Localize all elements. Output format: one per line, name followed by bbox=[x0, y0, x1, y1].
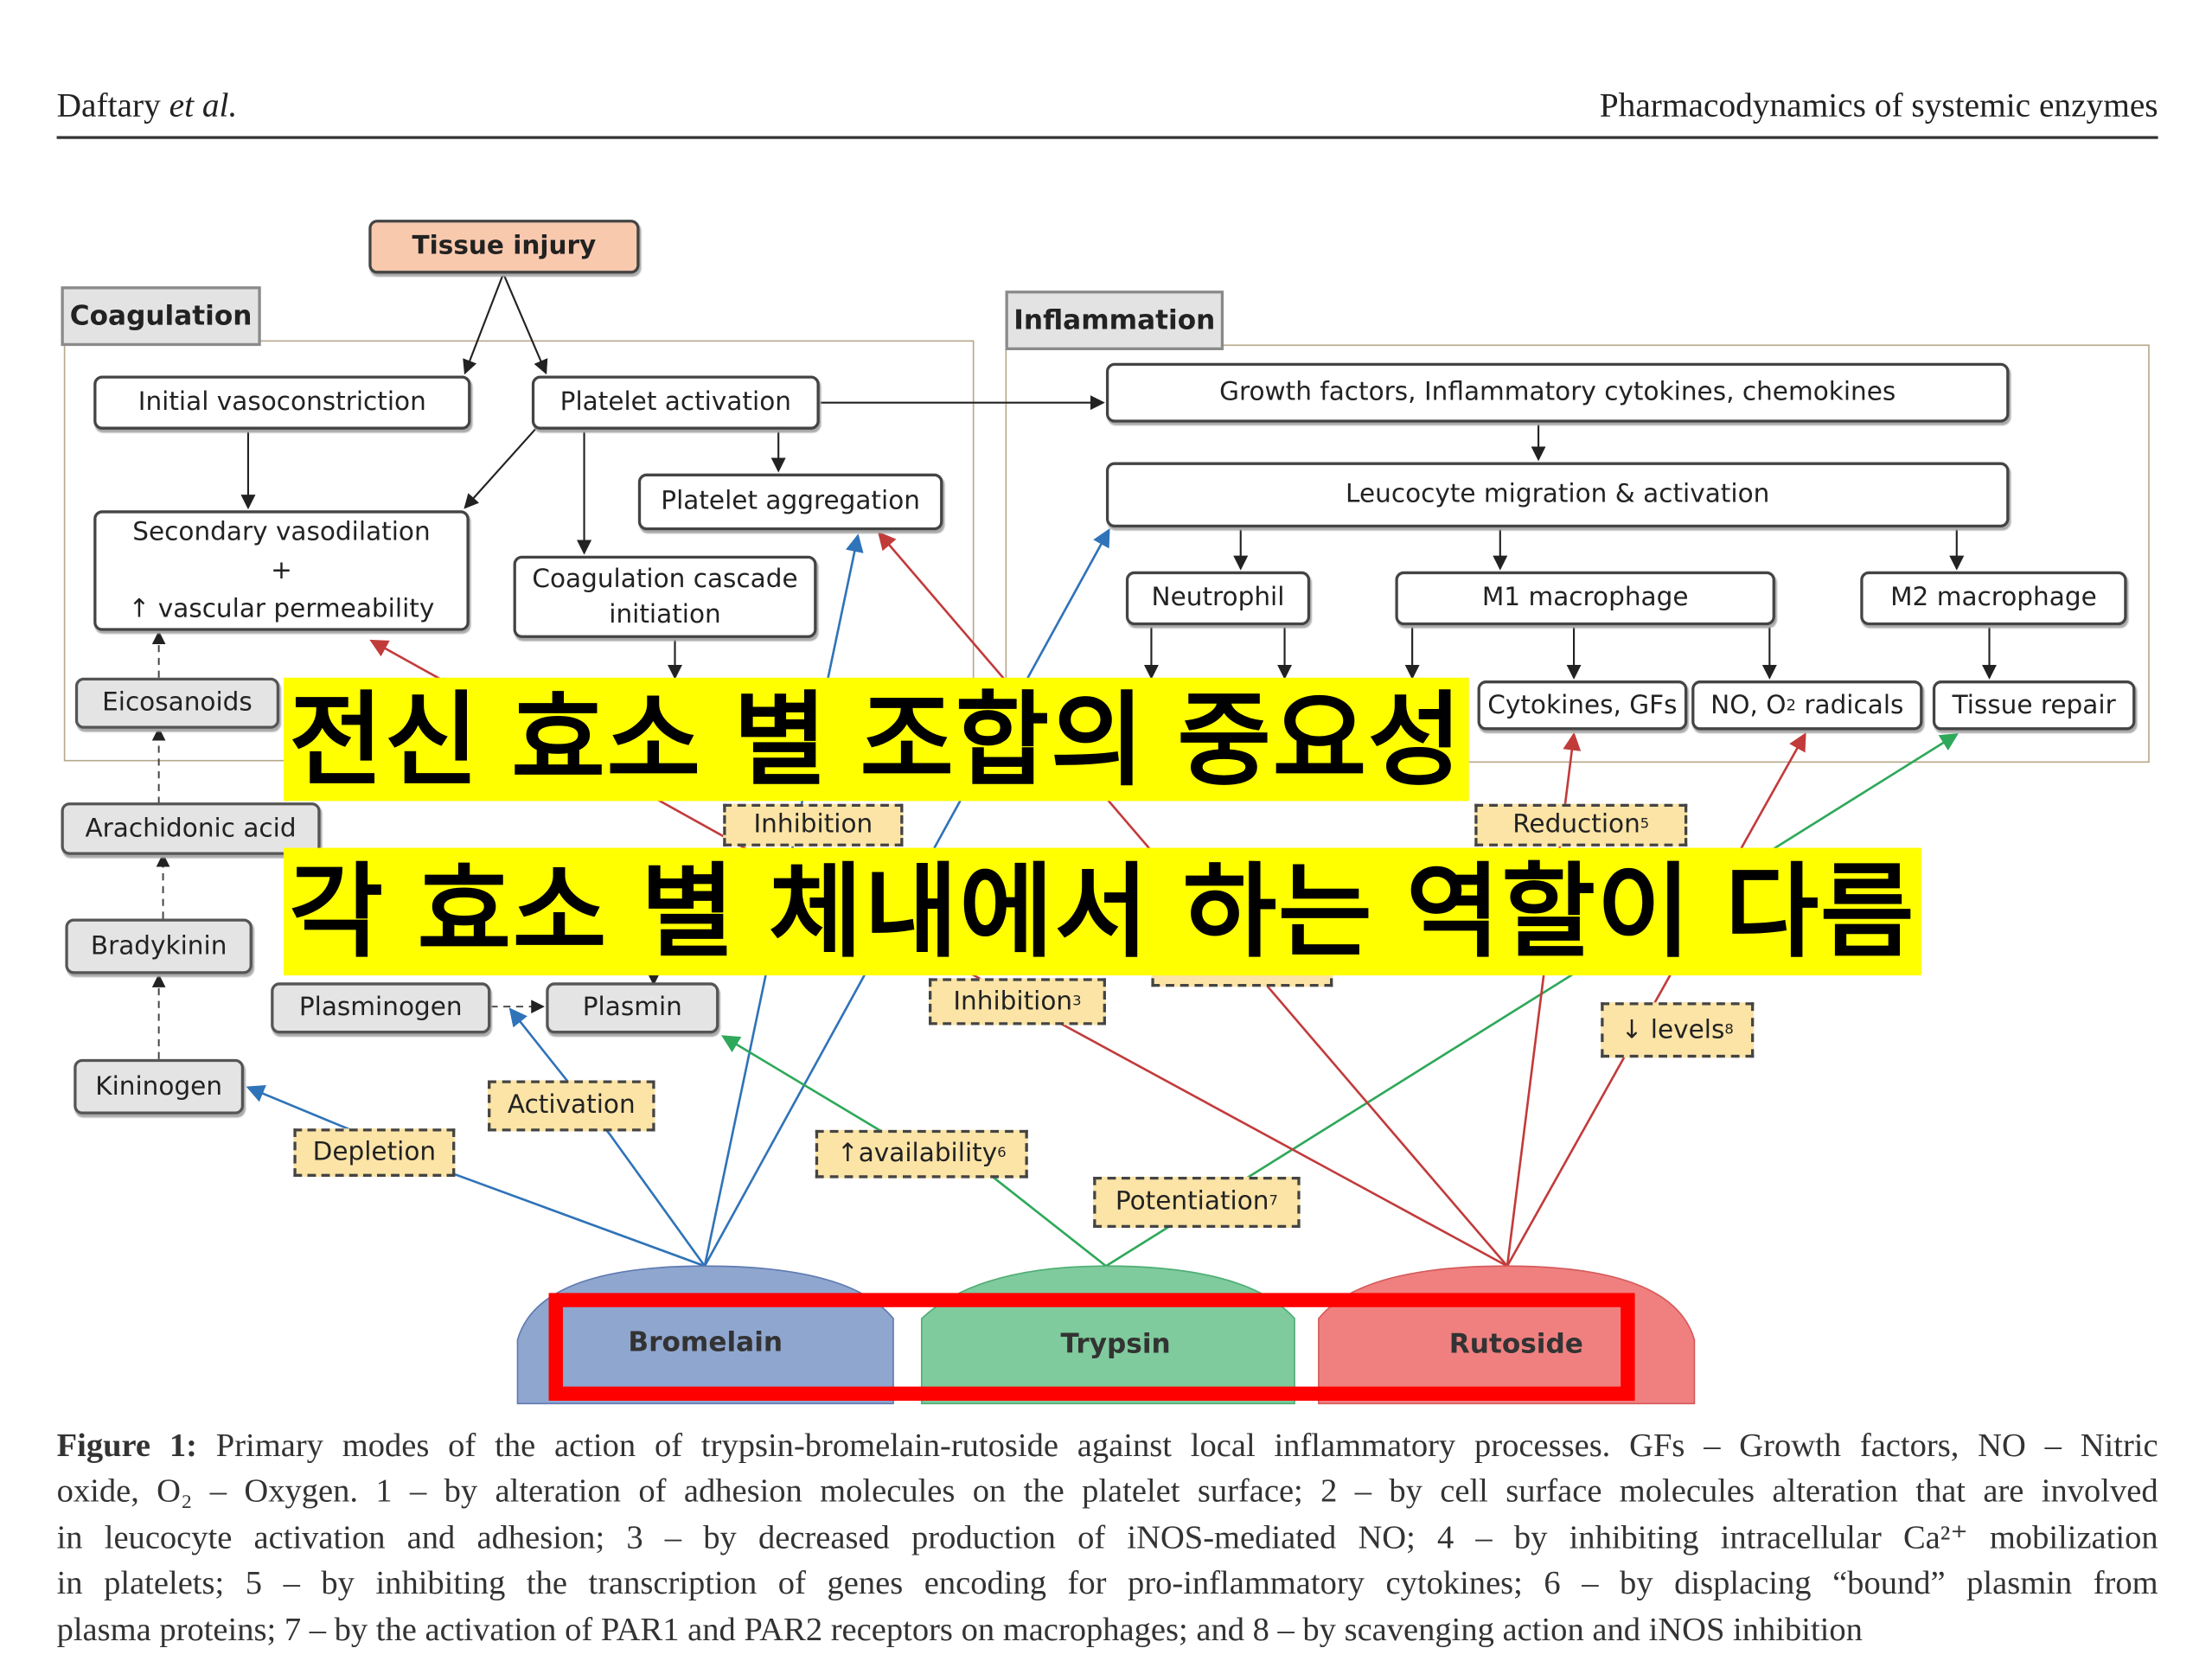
potentiation-text: Potentiation bbox=[1115, 1186, 1269, 1217]
reduction-text: Reduction bbox=[1512, 809, 1640, 840]
rutoside-label: Rutoside bbox=[1448, 1328, 1583, 1360]
highlight-box bbox=[548, 1293, 1635, 1402]
tissue-repair-node: Tissue repair bbox=[1932, 680, 2136, 731]
radicals-text: radicals bbox=[1795, 690, 1904, 720]
secondary-vasodilation-node: Secondary vasodilation + ↑ vascular perm… bbox=[93, 510, 470, 631]
inflammation-frame bbox=[1005, 344, 2150, 763]
activation-label: Activation bbox=[488, 1080, 655, 1132]
cytokines-gfs-node: Cytokines, GFs bbox=[1477, 680, 1688, 731]
overlay-word: 조합의 bbox=[860, 680, 1147, 799]
overlay-word: 효소 bbox=[511, 680, 702, 799]
availability-text: ↑availability bbox=[836, 1138, 998, 1169]
caption-line: oxide, O₂ – Oxygen. 1 – by alteration of… bbox=[56, 1473, 2158, 1511]
caption-text: Primary modes of the action of trypsin-b… bbox=[196, 1428, 2158, 1465]
black-arrows bbox=[240, 273, 1998, 680]
o2-sub: 2 bbox=[1786, 695, 1796, 715]
running-title: Pharmacodynamics of systemic enzymes bbox=[1599, 87, 2158, 125]
arrow bbox=[1506, 732, 1806, 1267]
kininogen-node: Kininogen bbox=[74, 1058, 245, 1115]
growth-factors-node: Growth factors, Inflammatory cytokines, … bbox=[1105, 362, 2010, 423]
plus-text: + bbox=[271, 555, 292, 586]
platelet-activation-node: Platelet activation bbox=[531, 375, 820, 430]
overlay-word: 전신 bbox=[289, 680, 481, 799]
levels-text: ↓ levels bbox=[1621, 1014, 1725, 1044]
overlay-word: 체내에서 bbox=[768, 852, 1150, 972]
caption-line: plasma proteins; 7 – by the activation o… bbox=[56, 1611, 1863, 1649]
figure-caption: Figure 1: Primary modes of the action of… bbox=[57, 1423, 2158, 1653]
overlay-word: 별 bbox=[732, 680, 829, 799]
overlay-line-2: 각 효소 별 체내에서 하는 역할이 다름 bbox=[283, 847, 1921, 976]
trypsin-label: Trypsin bbox=[1060, 1328, 1171, 1360]
caption-label: Figure 1: bbox=[56, 1428, 197, 1465]
m1-macrophage-node: M1 macrophage bbox=[1395, 571, 1775, 626]
depletion-label: Depletion bbox=[293, 1128, 456, 1177]
overlay-word: 하는 bbox=[1182, 852, 1374, 972]
platelet-aggregation-node: Platelet aggregation bbox=[637, 473, 943, 531]
arachidonic-acid-node: Arachidonic acid bbox=[61, 802, 321, 855]
inhibition3-text: Inhibition bbox=[953, 986, 1073, 1016]
arrow bbox=[502, 273, 548, 375]
coagulation-tab: Coagulation bbox=[61, 286, 261, 347]
overlay-line-1: 전신 효소 별 조합의 중요성 bbox=[283, 677, 1469, 802]
caption-line: in platelets; 5 – by inhibiting the tran… bbox=[56, 1565, 2158, 1603]
arrow bbox=[463, 273, 505, 375]
m2-macrophage-node: M2 macrophage bbox=[1860, 571, 2127, 626]
overlay-word: 효소 bbox=[417, 852, 609, 972]
overlay-word: 중요성 bbox=[1177, 680, 1464, 799]
leucocyte-migration-node: Leucocyte migration & activation bbox=[1105, 462, 2010, 527]
eicosanoids-node: Eicosanoids bbox=[74, 677, 280, 729]
overlay-word: 역할이 bbox=[1406, 852, 1692, 972]
plasminogen-node: Plasminogen bbox=[271, 982, 491, 1034]
plasmin-node: Plasmin bbox=[546, 982, 719, 1034]
coag-cascade-line2: initiation bbox=[609, 599, 721, 630]
secondary-vasodilation-text: Secondary vasodilation bbox=[132, 517, 431, 547]
running-author: Daftary et al. bbox=[57, 88, 238, 126]
bradykinin-node: Bradykinin bbox=[65, 918, 253, 974]
no-text: NO, O bbox=[1710, 690, 1787, 720]
author-suffix: et al. bbox=[160, 87, 238, 125]
coag-cascade-line1: Coagulation cascade bbox=[532, 564, 798, 594]
inhibition-label-partial: Inhibition bbox=[723, 803, 904, 846]
caption-line: Figure 1: Primary modes of the action of… bbox=[57, 1423, 2158, 1469]
initial-vasoconstriction-node: Initial vasoconstriction bbox=[93, 375, 471, 430]
overlay-word: 다름 bbox=[1724, 852, 1916, 972]
overlay-word: 별 bbox=[640, 852, 737, 972]
inflammation-tab: Inflammation bbox=[1005, 291, 1224, 351]
neutrophil-node: Neutrophil bbox=[1125, 571, 1311, 626]
bromelain-label: Bromelain bbox=[628, 1326, 783, 1358]
arrow bbox=[508, 1007, 706, 1268]
overlay-word: 각 bbox=[289, 852, 385, 972]
caption-line: in leucocyte activation and adhesion; 3 … bbox=[56, 1519, 2158, 1557]
arrow bbox=[463, 425, 540, 509]
vascular-permeability-text: ↑ vascular permeability bbox=[128, 594, 435, 624]
header-rule bbox=[56, 136, 2158, 139]
coagulation-cascade-node: Coagulation cascade initiation bbox=[513, 555, 817, 638]
tissue-injury-node: Tissue injury bbox=[368, 220, 640, 274]
author: Daftary bbox=[56, 87, 161, 125]
